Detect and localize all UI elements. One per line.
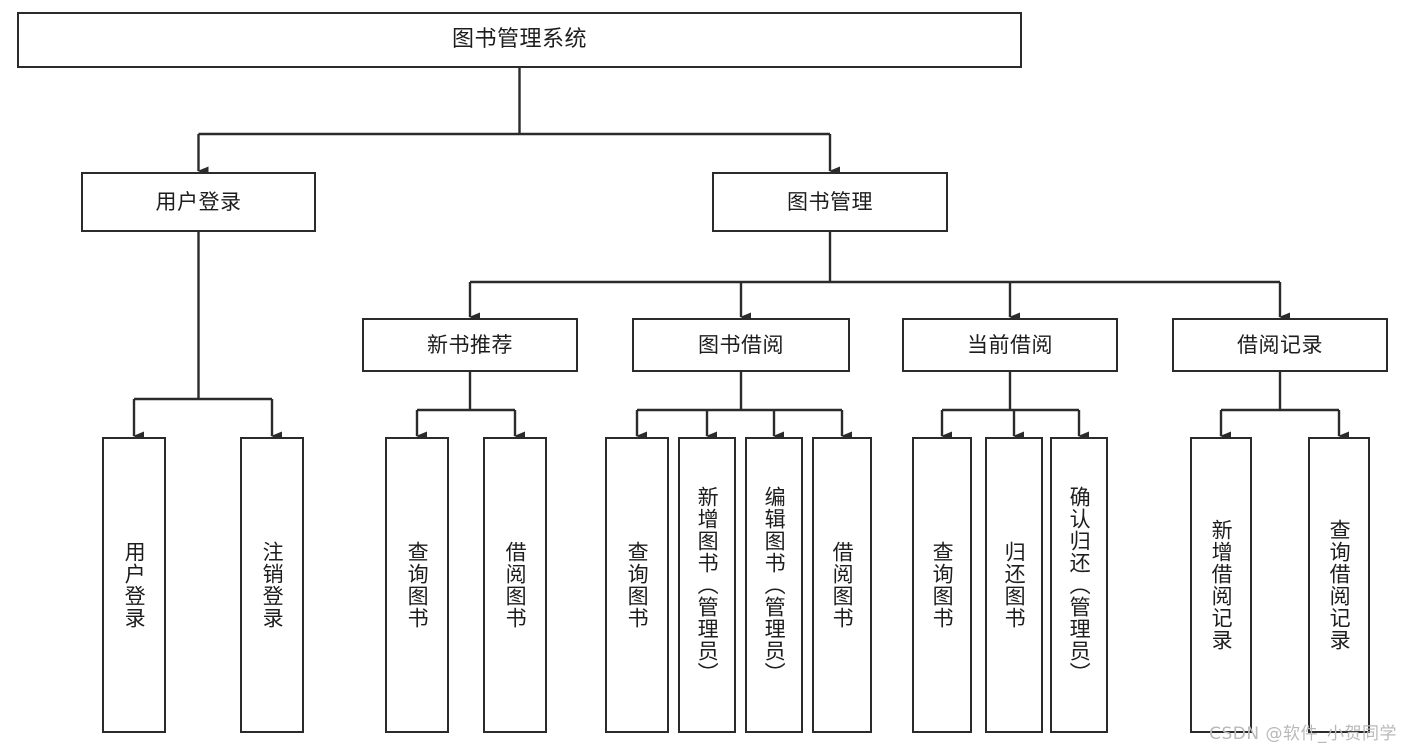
node-label-leaf-6: 新增图书（管理员） — [695, 486, 720, 684]
node-leaf-12[interactable]: 新增借阅记录 — [1190, 437, 1252, 733]
node-label-leaf-8: 借阅图书 — [830, 541, 855, 629]
node-label-bookmgmt: 图书管理 — [787, 189, 873, 214]
node-leaf-7[interactable]: 编辑图书（管理员） — [745, 437, 803, 733]
node-label-login: 用户登录 — [155, 189, 242, 214]
node-leaf-1[interactable]: 用户登录 — [102, 437, 166, 733]
node-label-leaf-11: 确认归还（管理员） — [1067, 486, 1092, 684]
node-label-leaf-4: 借阅图书 — [503, 541, 528, 629]
node-label-leaf-7: 编辑图书（管理员） — [762, 486, 787, 684]
node-leaf-3[interactable]: 查询图书 — [385, 437, 449, 733]
node-leaf-11[interactable]: 确认归还（管理员） — [1050, 437, 1108, 733]
node-newbooks[interactable]: 新书推荐 — [362, 318, 578, 372]
node-current[interactable]: 当前借阅 — [902, 318, 1118, 372]
node-label-leaf-13: 查询借阅记录 — [1327, 519, 1352, 651]
node-label-current: 当前借阅 — [967, 332, 1053, 357]
node-leaf-10[interactable]: 归还图书 — [985, 437, 1043, 733]
node-bookmgmt[interactable]: 图书管理 — [712, 172, 948, 232]
node-root[interactable]: 图书管理系统 — [17, 12, 1022, 68]
node-label-records: 借阅记录 — [1237, 332, 1323, 357]
watermark-label: CSDN @软件_小贺同学 — [1209, 724, 1397, 744]
node-leaf-8[interactable]: 借阅图书 — [812, 437, 872, 733]
node-label-leaf-12: 新增借阅记录 — [1209, 519, 1234, 651]
node-label-leaf-9: 查询图书 — [930, 541, 955, 629]
node-label-borrow: 图书借阅 — [698, 332, 784, 357]
node-label-leaf-10: 归还图书 — [1002, 541, 1027, 629]
node-label-root: 图书管理系统 — [451, 27, 587, 53]
node-label-leaf-5: 查询图书 — [625, 541, 650, 629]
node-leaf-9[interactable]: 查询图书 — [912, 437, 972, 733]
node-leaf-2[interactable]: 注销登录 — [240, 437, 304, 733]
node-leaf-6[interactable]: 新增图书（管理员） — [678, 437, 736, 733]
node-records[interactable]: 借阅记录 — [1172, 318, 1388, 372]
node-login[interactable]: 用户登录 — [81, 172, 316, 232]
node-leaf-13[interactable]: 查询借阅记录 — [1308, 437, 1370, 733]
node-label-leaf-1: 用户登录 — [122, 541, 147, 629]
node-borrow[interactable]: 图书借阅 — [632, 318, 850, 372]
node-label-leaf-3: 查询图书 — [405, 541, 430, 629]
node-label-leaf-2: 注销登录 — [260, 541, 285, 629]
node-leaf-5[interactable]: 查询图书 — [605, 437, 669, 733]
node-label-newbooks: 新书推荐 — [427, 332, 513, 357]
node-leaf-4[interactable]: 借阅图书 — [483, 437, 547, 733]
